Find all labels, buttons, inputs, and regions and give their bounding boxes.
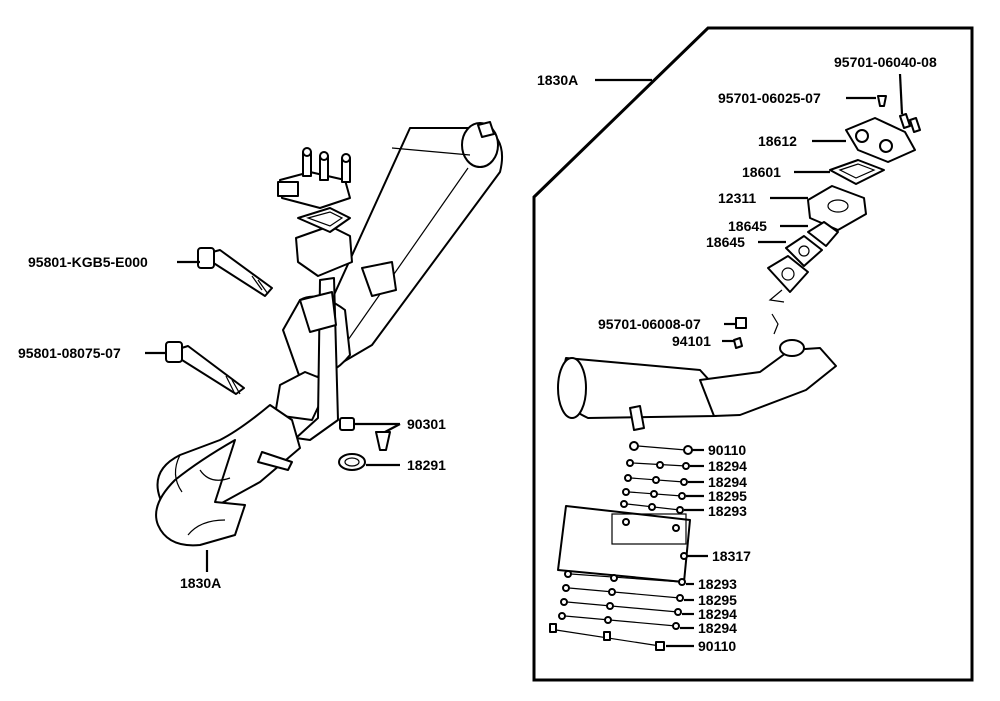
label-95801-KGB5-E000: 95801-KGB5-E000 [28, 254, 148, 270]
label-18612: 18612 [758, 133, 797, 149]
exhaust-flange [295, 225, 353, 277]
hardware-row-6 [564, 570, 686, 586]
hardware-row-1 [629, 441, 693, 455]
right-labels: 95701-06040-08 95701-06025-07 18612 1860… [598, 54, 937, 654]
label-18294-3: 18294 [698, 606, 737, 622]
label-18317: 18317 [712, 548, 751, 564]
port-flange [807, 185, 867, 231]
label-18601: 18601 [742, 164, 781, 180]
gasket-ring [338, 453, 366, 471]
label-18645-a: 18645 [728, 218, 767, 234]
label-18294-2: 18294 [708, 474, 747, 490]
hardware-row-3 [624, 474, 688, 486]
right-parts [549, 95, 921, 651]
label-95801-08075-07: 95801-08075-07 [18, 345, 121, 361]
bolt-short-part [165, 341, 245, 395]
hardware-row-4 [622, 488, 686, 500]
header-elbow [699, 347, 837, 417]
label-1830A-panel: 1830A [537, 72, 578, 88]
exploded-view-frame [532, 26, 974, 682]
hardware-row-5 [620, 500, 684, 514]
label-95701-06025-07: 95701-06025-07 [718, 90, 821, 106]
right-leaders [666, 73, 904, 648]
label-95701-06008-07: 95701-06008-07 [598, 316, 701, 332]
label-90110-bottom: 90110 [698, 638, 736, 654]
gasket-plate-c [767, 255, 809, 293]
label-94101: 94101 [672, 333, 711, 349]
left-leaders [145, 260, 401, 572]
flange-gasket [297, 207, 351, 233]
hardware-row-8 [560, 598, 682, 616]
muffler-tip [477, 121, 495, 138]
label-18293-1: 18293 [708, 503, 747, 519]
elbow-cover [845, 117, 916, 163]
label-90301: 90301 [407, 416, 446, 432]
cover-gasket [829, 159, 885, 185]
hardware-row-9 [558, 612, 680, 630]
label-95701-06040-08: 95701-06040-08 [834, 54, 937, 70]
label-18291: 18291 [407, 457, 446, 473]
label-18293-2: 18293 [698, 576, 737, 592]
hardware-row-2 [626, 459, 690, 470]
label-90110-top: 90110 [708, 442, 746, 458]
label-18294-1: 18294 [708, 458, 747, 474]
hardware-row-7 [562, 584, 684, 602]
label-18295-2: 18295 [698, 592, 737, 608]
label-18294-4: 18294 [698, 620, 737, 636]
hardware-row-10 [549, 623, 665, 651]
label-18645-b: 18645 [706, 234, 745, 250]
left-labels: 95801-KGB5-E000 95801-08075-07 90301 182… [18, 254, 446, 591]
nut-part [339, 417, 391, 451]
gasket-plate-b [785, 235, 823, 267]
gasket-plate-a [807, 221, 839, 247]
label-12311: 12311 [718, 190, 756, 206]
label-18295-1: 18295 [708, 488, 747, 504]
left-exhaust-assembly [155, 121, 504, 547]
label-1830A-left: 1830A [180, 575, 221, 591]
bolt-long-part [197, 247, 273, 297]
